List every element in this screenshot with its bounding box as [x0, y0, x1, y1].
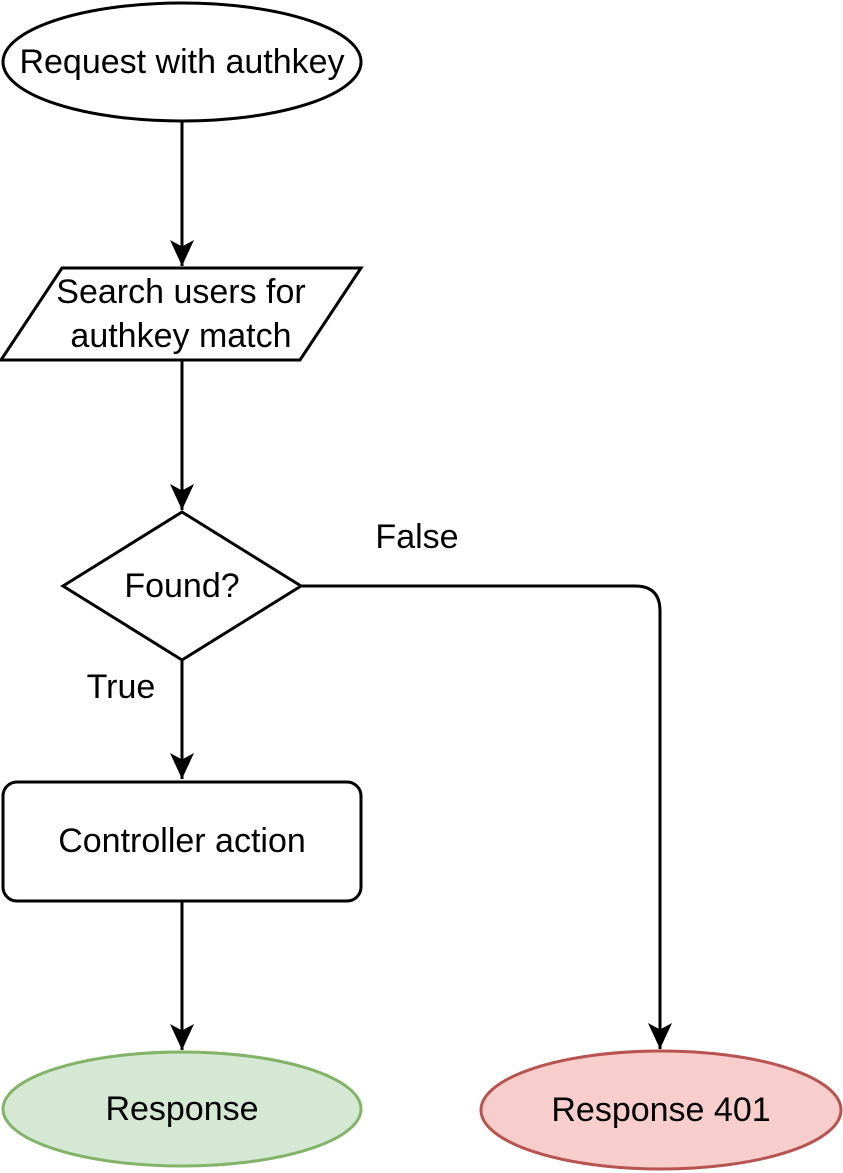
controller-node-label: Controller action: [58, 822, 306, 861]
edge-true-label: True: [86, 667, 156, 706]
decision-node-shape: [60, 510, 304, 662]
response-ok-node-shape: [1, 1050, 363, 1168]
start-node-label: Request with authkey: [19, 42, 345, 81]
edge-false-label: False: [375, 517, 459, 556]
controller-node-shape: [1, 780, 363, 903]
response-ok-node-label: Response: [105, 1089, 259, 1128]
response-401-node-label: Response 401: [551, 1090, 771, 1129]
start-node-shape: [1, 1, 363, 123]
search-node-shape: [0, 266, 364, 362]
search-node-label: Search users for authkey match: [56, 272, 306, 355]
edge-decision-false-to-response-401: [302, 584, 672, 1049]
decision-node-label: Found?: [124, 566, 240, 605]
response-401-node-shape: [479, 1049, 843, 1171]
